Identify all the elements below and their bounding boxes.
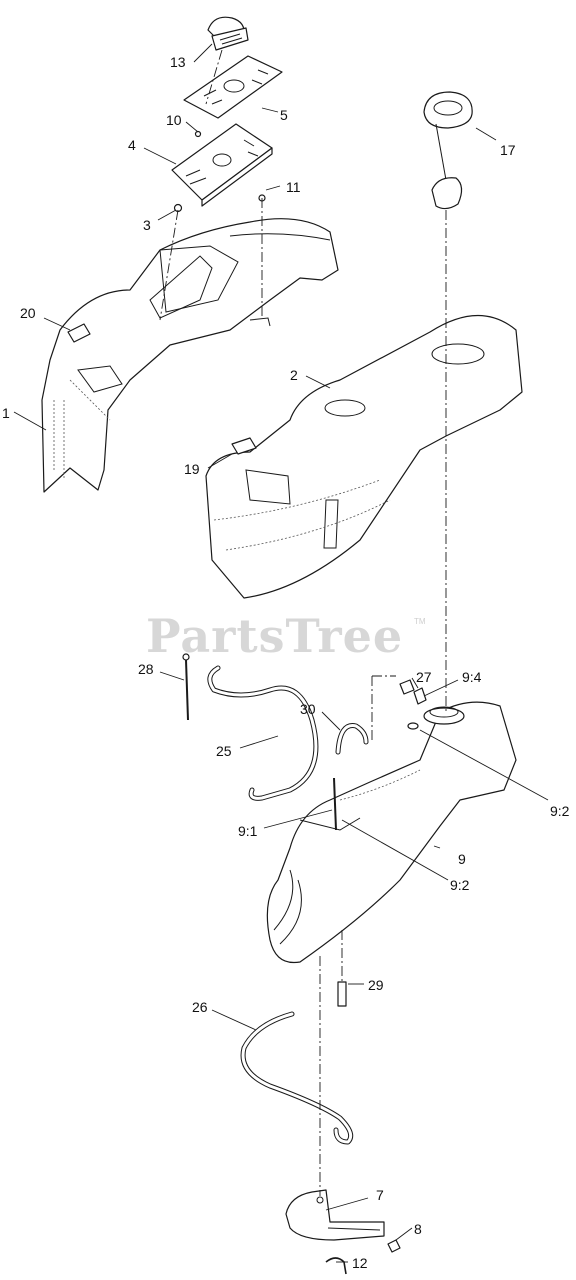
callout-9-2-center[interactable]: 9:2 (450, 877, 470, 893)
watermark-tm: TM (414, 617, 426, 626)
callout-30[interactable]: 30 (300, 701, 316, 717)
callout-10[interactable]: 10 (166, 112, 182, 128)
watermark-text: PartsTree (146, 609, 403, 663)
part-19-pad[interactable] (231, 437, 257, 455)
callout-26[interactable]: 26 (192, 999, 208, 1015)
partstree-watermark: PartsTree TM (146, 609, 426, 663)
callout-11[interactable]: 11 (286, 179, 301, 195)
fasteners (173, 130, 266, 213)
part-9-4-fitting[interactable] (413, 687, 427, 705)
callout-labels: 13 5 10 4 3 11 17 20 1 2 19 28 27 9:4 30… (2, 54, 570, 1271)
part-5-plate[interactable] (183, 55, 283, 119)
part-2-hood[interactable] (205, 314, 523, 599)
part-9-fuel-tank[interactable] (266, 701, 517, 964)
part-25-hose[interactable] (207, 665, 319, 801)
part-13-knob[interactable] (207, 16, 249, 51)
callout-2[interactable]: 2 (290, 367, 298, 383)
callout-19[interactable]: 19 (184, 461, 200, 477)
part-28-rod[interactable] (182, 653, 190, 721)
callout-17[interactable]: 17 (500, 142, 516, 158)
part-26-fuel-line[interactable] (240, 1011, 354, 1145)
callout-7[interactable]: 7 (376, 1187, 384, 1203)
callout-27[interactable]: 27 (416, 669, 432, 685)
part-8-bolt[interactable] (387, 1239, 401, 1253)
leader-lines (13, 43, 549, 1263)
callout-20[interactable]: 20 (20, 305, 36, 321)
callout-13[interactable]: 13 (170, 54, 186, 70)
part-4-panel[interactable] (171, 123, 273, 207)
callout-28[interactable]: 28 (138, 661, 154, 677)
callout-9[interactable]: 9 (458, 851, 466, 867)
callout-9-1[interactable]: 9:1 (238, 823, 258, 839)
callout-5[interactable]: 5 (280, 107, 288, 123)
callout-8[interactable]: 8 (414, 1221, 422, 1237)
callout-9-2-right[interactable]: 9:2 (550, 803, 570, 819)
part-20-pad[interactable] (67, 323, 91, 343)
part-29-fitting[interactable] (337, 981, 347, 1007)
callout-1[interactable]: 1 (2, 405, 10, 421)
callout-4[interactable]: 4 (128, 137, 136, 153)
callout-12[interactable]: 12 (352, 1255, 368, 1271)
part-7-bracket[interactable] (285, 1189, 385, 1241)
part-10-screw[interactable] (194, 130, 202, 138)
callout-25[interactable]: 25 (216, 743, 232, 759)
assembly-lines (159, 49, 447, 1196)
callout-29[interactable]: 29 (368, 977, 384, 993)
callout-9-4[interactable]: 9:4 (462, 669, 482, 685)
part-12-clip[interactable] (325, 1257, 347, 1275)
part-27-fitting[interactable] (399, 679, 415, 695)
part-30-hose[interactable] (335, 723, 369, 755)
part-1-fender[interactable] (41, 218, 339, 493)
part-9-1-pickup[interactable] (333, 777, 337, 831)
callout-3[interactable]: 3 (143, 217, 151, 233)
part-17-fuel-cap[interactable] (423, 91, 473, 210)
